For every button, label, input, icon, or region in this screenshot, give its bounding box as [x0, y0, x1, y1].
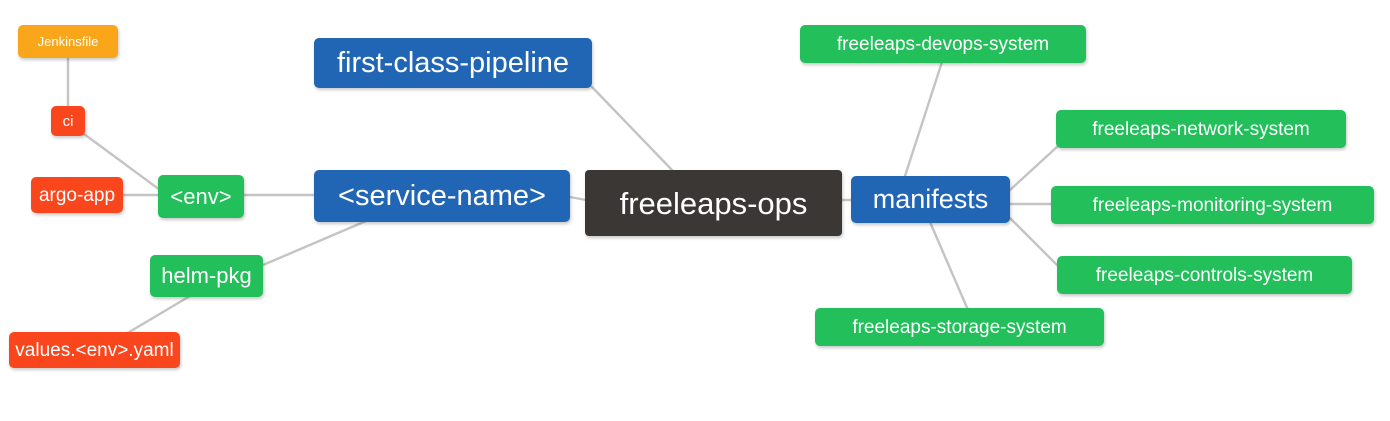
- edge-manifests-storage: [928, 220, 970, 312]
- node-values-yaml[interactable]: values.<env>.yaml: [9, 332, 180, 368]
- node-freeleaps-network-system[interactable]: freeleaps-network-system: [1056, 110, 1346, 148]
- edge-pipeline-root: [590, 85, 674, 172]
- node-first-class-pipeline[interactable]: first-class-pipeline: [314, 38, 592, 88]
- node-label: helm-pkg: [161, 263, 252, 288]
- node-label: <env>: [170, 183, 232, 209]
- node-freeleaps-monitoring-system[interactable]: freeleaps-monitoring-system: [1051, 186, 1374, 224]
- edge-manifests-network: [1008, 144, 1060, 192]
- edge-servicename-root: [568, 195, 588, 202]
- node-label: freeleaps-network-system: [1092, 118, 1310, 140]
- edge-helmpkg-values: [124, 294, 192, 336]
- node-freeleaps-devops-system[interactable]: freeleaps-devops-system: [800, 25, 1086, 63]
- node-ci[interactable]: ci: [51, 106, 85, 136]
- node-label: freeleaps-monitoring-system: [1092, 194, 1333, 216]
- node-label: ci: [62, 112, 74, 130]
- node-root-freeleaps-ops[interactable]: freeleaps-ops: [585, 170, 842, 236]
- node-label: values.<env>.yaml: [15, 339, 174, 361]
- node-label: first-class-pipeline: [336, 46, 570, 79]
- node-jenkinsfile[interactable]: Jenkinsfile: [18, 25, 118, 58]
- node-label: freeleaps-devops-system: [836, 33, 1050, 55]
- edge-manifests-devops: [903, 60, 944, 178]
- edge-manifests-controls: [1008, 216, 1060, 268]
- node-freeleaps-controls-system[interactable]: freeleaps-controls-system: [1057, 256, 1352, 294]
- node-env[interactable]: <env>: [158, 175, 244, 218]
- node-helm-pkg[interactable]: helm-pkg: [150, 255, 263, 297]
- node-label: Jenkinsfile: [37, 34, 99, 49]
- node-label: freeleaps-ops: [619, 185, 808, 221]
- node-label: freeleaps-controls-system: [1095, 264, 1314, 286]
- node-label: manifests: [872, 184, 989, 214]
- node-argo-app[interactable]: argo-app: [31, 177, 123, 213]
- node-service-name[interactable]: <service-name>: [314, 170, 570, 222]
- node-label: argo-app: [38, 184, 116, 206]
- node-label: freeleaps-storage-system: [852, 316, 1067, 338]
- node-freeleaps-storage-system[interactable]: freeleaps-storage-system: [815, 308, 1104, 346]
- node-label: <service-name>: [338, 179, 546, 212]
- node-manifests[interactable]: manifests: [851, 176, 1010, 223]
- edge-servicename-helmpkg: [254, 219, 368, 270]
